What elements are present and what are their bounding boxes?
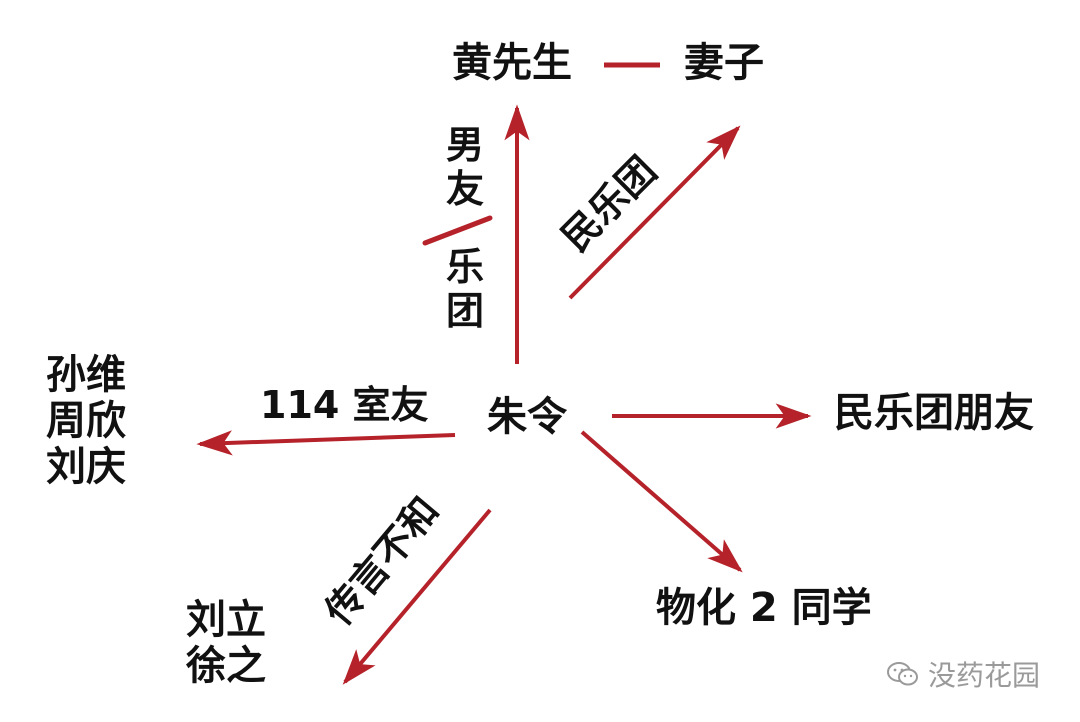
label-roommates: 114 室友 [260,383,429,427]
wechat-icon [886,662,918,686]
label-orchestra-vertical: 乐 团 [446,245,485,333]
node-orchestra-friends: 民乐团朋友 [834,390,1034,436]
watermark-text: 没药花园 [927,659,1040,692]
person-name: 刘立 [186,597,266,643]
person-name: 徐之 [186,643,266,689]
node-huang: 黄先生 [452,40,572,86]
roommate-name: 刘庆 [46,444,126,490]
roommate-name: 周欣 [46,398,126,444]
node-zhu-ling: 朱令 [487,394,567,440]
arrow-to-classmates [580,430,743,573]
roommate-name: 孙维 [46,352,126,398]
arrow-to-roommates [196,430,456,456]
arrow-to-rumored-conflict [342,508,492,685]
label-boyfriend: 男 友 [446,123,485,211]
arrow-to-wife [568,125,741,300]
node-classmates: 物化 2 同学 [656,585,872,631]
watermark: 没药花园 [886,654,1040,694]
node-roommates: 孙维 周欣 刘庆 [46,352,126,490]
node-rumored-conflict: 刘立 徐之 [186,597,266,689]
node-wife: 妻子 [684,40,764,86]
label-divider [422,215,493,246]
